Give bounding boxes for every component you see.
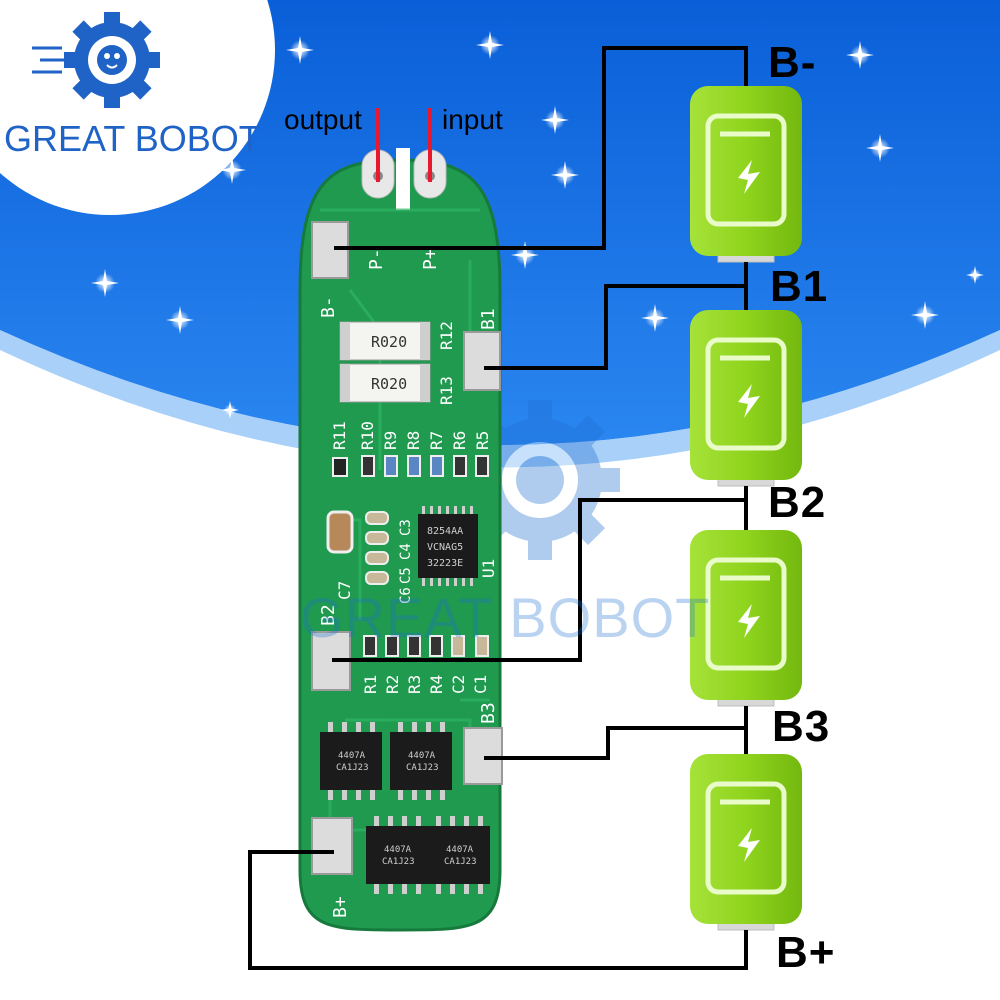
capacitor-array bbox=[365, 511, 389, 585]
silk-p-plus: P+ bbox=[420, 248, 441, 270]
mosfet-1-line-2: CA1J23 bbox=[336, 763, 369, 773]
battery-stack bbox=[690, 86, 802, 931]
battery-label-b3: B3 bbox=[772, 702, 831, 751]
battery-label-b1: B1 bbox=[770, 262, 829, 311]
silk-c5: C5 bbox=[398, 567, 414, 584]
silk-r3: R3 bbox=[405, 675, 424, 694]
wire-b1 bbox=[484, 284, 748, 370]
shunt-1-label: R020 bbox=[371, 333, 407, 351]
smd-row-bottom bbox=[363, 635, 489, 657]
silk-b3: B3 bbox=[478, 702, 499, 724]
silk-c4: C4 bbox=[398, 543, 414, 560]
mosfet-4-line-2: CA1J23 bbox=[444, 857, 477, 867]
silk-r1: R1 bbox=[361, 675, 380, 694]
pcb-slot bbox=[396, 148, 410, 210]
silkscreen: R020 R020 P- P+ B- B1 R12 R13 R11 R10 R9… bbox=[318, 248, 499, 918]
mosfet-3-line-1: 4407A bbox=[384, 845, 412, 855]
pad-b-plus bbox=[311, 817, 353, 875]
silk-r12: R12 bbox=[437, 321, 456, 350]
watermark-gear-icon bbox=[460, 400, 620, 560]
silk-b-minus: B- bbox=[318, 296, 339, 318]
silk-b2: B2 bbox=[318, 604, 339, 626]
battery-cell-1 bbox=[690, 86, 802, 263]
silk-c1: C1 bbox=[471, 675, 490, 694]
silk-r5: R5 bbox=[473, 431, 492, 450]
wire-b2 bbox=[332, 498, 748, 662]
silk-b-plus: B+ bbox=[330, 896, 351, 918]
mosfet-1-line-1: 4407A bbox=[338, 751, 366, 761]
silk-r7: R7 bbox=[427, 431, 446, 450]
shunt-resistor-2 bbox=[339, 363, 431, 403]
pcb-board: R020 R020 P- P+ B- B1 R12 R13 R11 R10 R9… bbox=[298, 108, 503, 932]
silk-r4: R4 bbox=[427, 675, 446, 694]
silk-r10: R10 bbox=[358, 421, 377, 450]
silk-c6: C6 bbox=[398, 587, 414, 604]
mosfet-4 bbox=[428, 816, 490, 894]
protection-ic bbox=[418, 506, 478, 586]
smd-row-top bbox=[332, 455, 489, 477]
battery-cell-4 bbox=[690, 754, 802, 931]
silk-c2: C2 bbox=[449, 675, 468, 694]
silk-c7: C7 bbox=[335, 581, 354, 600]
wire-b3 bbox=[484, 726, 748, 760]
silk-c3: C3 bbox=[398, 519, 414, 536]
stars bbox=[91, 31, 984, 419]
mosfet-4-line-1: 4407A bbox=[446, 845, 474, 855]
silk-r11: R11 bbox=[330, 421, 349, 450]
shunt-resistor-1 bbox=[339, 321, 431, 361]
brand-name: GREAT BOBOT bbox=[4, 118, 261, 159]
silk-r13: R13 bbox=[437, 376, 456, 405]
output-label: output bbox=[284, 104, 362, 135]
silk-r8: R8 bbox=[404, 431, 423, 450]
battery-cell-3 bbox=[690, 530, 802, 707]
mosfet-2-line-2: CA1J23 bbox=[406, 763, 439, 773]
ic-line-1: 8254AA bbox=[427, 526, 463, 537]
silk-p-minus: P- bbox=[366, 248, 387, 270]
wire-b-plus bbox=[248, 850, 748, 970]
wire-b-minus bbox=[334, 46, 748, 250]
ic-line-3: 32223E bbox=[427, 558, 463, 569]
pad-b1 bbox=[463, 331, 501, 391]
mosfet-1 bbox=[320, 722, 382, 800]
mosfet-2 bbox=[390, 722, 452, 800]
silk-r2: R2 bbox=[383, 675, 402, 694]
mosfet-2-line-1: 4407A bbox=[408, 751, 436, 761]
silk-u1: U1 bbox=[479, 559, 498, 578]
mosfet-3-line-2: CA1J23 bbox=[382, 857, 415, 867]
battery-label-b-plus: B+ bbox=[776, 928, 836, 977]
input-label: input bbox=[442, 104, 503, 135]
silk-r6: R6 bbox=[450, 431, 469, 450]
capacitor-c7 bbox=[326, 510, 354, 554]
battery-cell-2 bbox=[690, 310, 802, 487]
brand-watermark: GREAT BOBOT bbox=[300, 586, 711, 649]
mosfet-3 bbox=[366, 816, 428, 894]
silk-b1: B1 bbox=[478, 308, 499, 330]
shunt-2-label: R020 bbox=[371, 375, 407, 393]
battery-label-b2: B2 bbox=[768, 478, 827, 527]
silk-r9: R9 bbox=[381, 431, 400, 450]
ic-line-2: VCNAG5 bbox=[427, 542, 463, 553]
gear-logo-icon bbox=[32, 12, 160, 108]
battery-label-b-minus: B- bbox=[768, 38, 817, 87]
wiring bbox=[248, 46, 748, 970]
